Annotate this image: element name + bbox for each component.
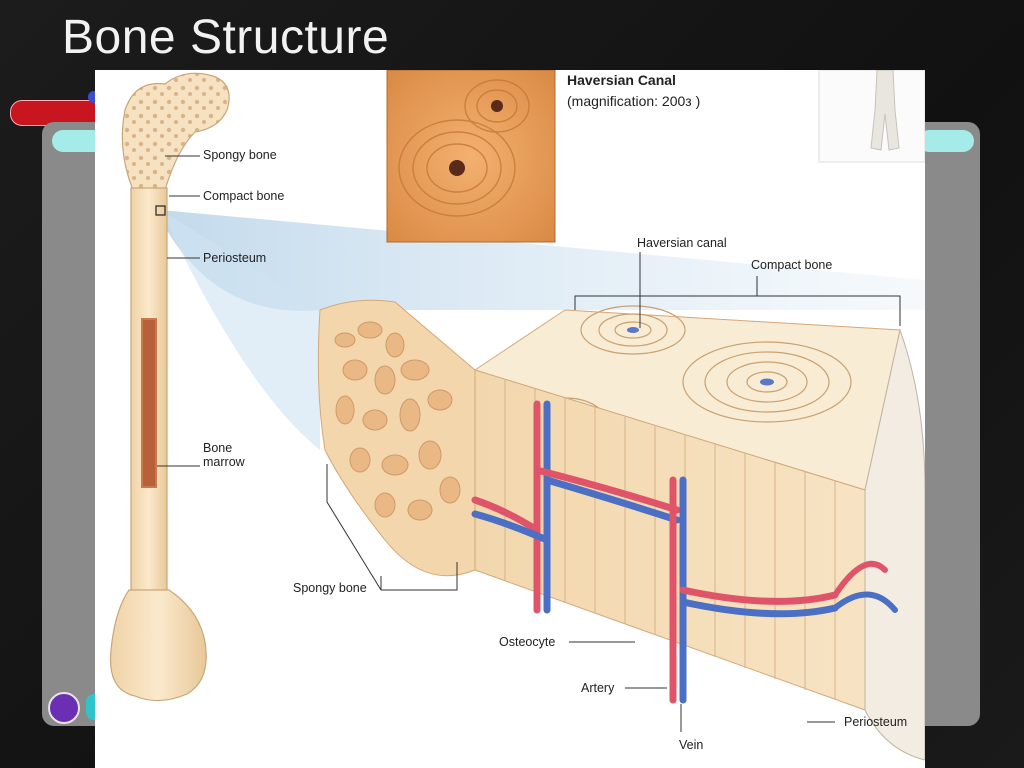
label-bone-marrow: Bone marrow — [203, 441, 245, 469]
micrograph-magnification: (magnification: 200з ) — [567, 93, 701, 109]
micrograph-canal-2 — [491, 100, 503, 112]
bracket-spongy-bone — [326, 464, 382, 591]
spongy-trabeculae — [334, 321, 461, 521]
bracket-compact-bone — [574, 295, 901, 326]
label-compact-bone-right: Compact bone — [751, 258, 833, 272]
micrograph-rings — [398, 79, 530, 217]
bone-marrow-inner — [143, 320, 155, 486]
label-compact-bone-top: Compact bone — [203, 189, 285, 203]
projection-wash-lower — [161, 210, 320, 450]
leg-figure — [870, 70, 900, 151]
micrograph-canal-1 — [449, 160, 465, 176]
micrograph-title: Haversian Canal — [567, 72, 676, 88]
blood-vessels — [471, 400, 898, 704]
label-haversian-canal: Haversian canal — [637, 236, 727, 250]
label-periosteum-left: Periosteum — [203, 251, 267, 265]
haversian-canal-top — [627, 327, 639, 333]
label-vein: Vein — [679, 738, 704, 752]
bone-head — [121, 72, 230, 191]
label-artery: Artery — [581, 681, 615, 695]
bracket-spongy-bone-b — [381, 562, 458, 591]
projection-wash — [161, 210, 925, 311]
haversian-canal-right — [760, 378, 774, 386]
haversian-micrograph — [386, 70, 556, 243]
purple-dot-decoration — [48, 692, 80, 724]
teal-accent-right — [918, 130, 974, 152]
bone-distal-end — [109, 589, 207, 702]
bone-structure-figure: Spongy bone Compact bone Periosteum Bone… — [95, 70, 925, 768]
slide-title: Bone Structure — [62, 11, 390, 64]
label-spongy-bone-bottom: Spongy bone — [293, 581, 367, 595]
label-osteocyte: Osteocyte — [499, 635, 556, 649]
bone-diagram-svg — [109, 70, 925, 761]
label-periosteum-right: Periosteum — [844, 715, 908, 729]
detail-marker — [155, 205, 166, 216]
label-spongy-bone-top: Spongy bone — [203, 148, 277, 162]
